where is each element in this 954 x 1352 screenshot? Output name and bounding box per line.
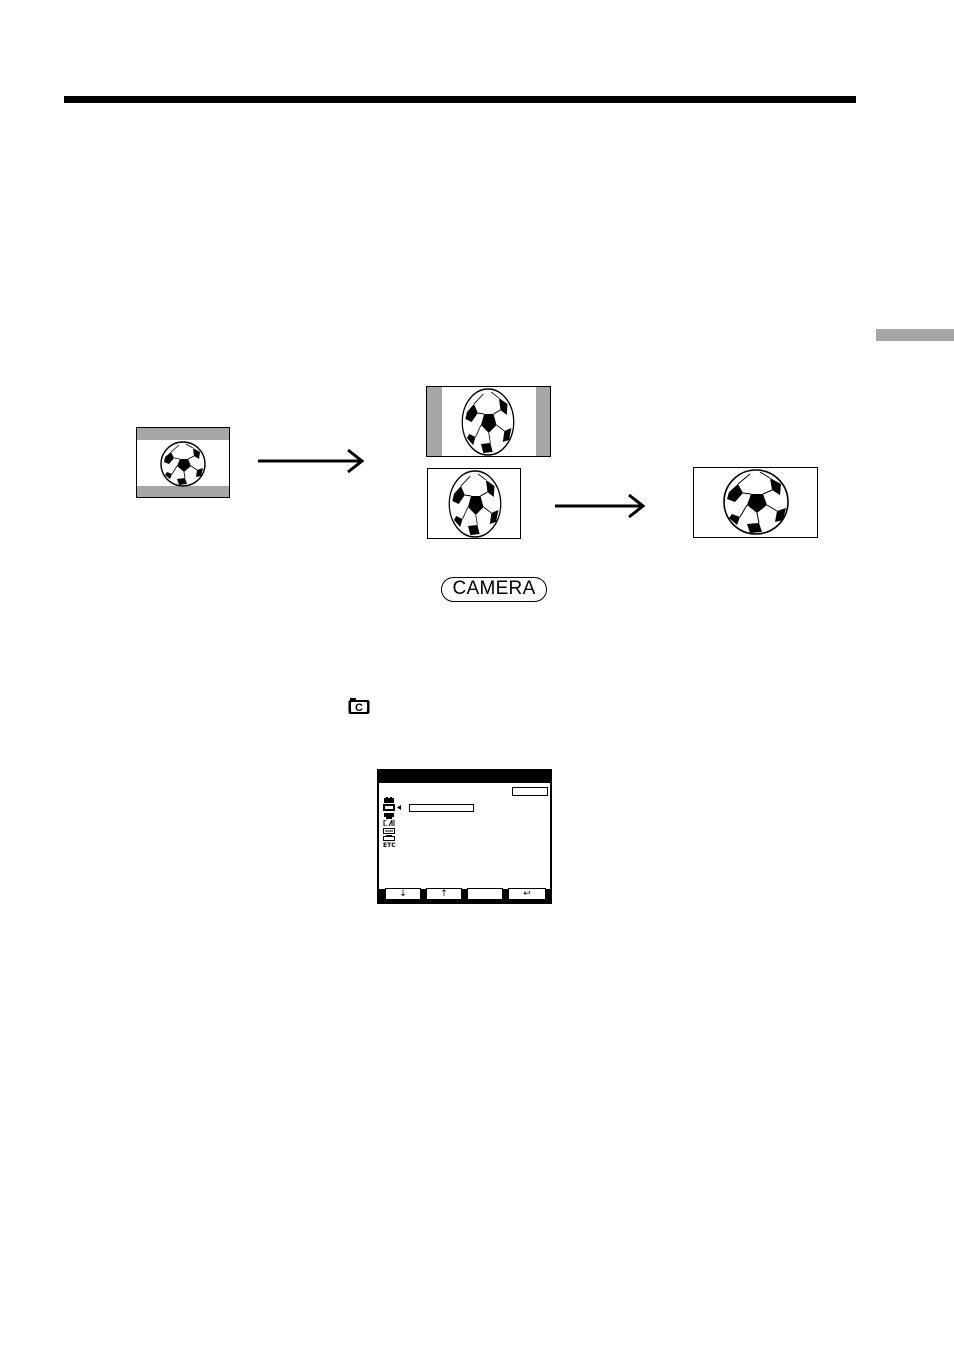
arrow-right-icon [555, 493, 647, 519]
letterbox-bar-top [137, 428, 229, 440]
menu-body: ETC ↓ ↑ ↩ [379, 783, 550, 889]
soccer-ball-icon [724, 470, 788, 534]
menu-selected-item[interactable] [409, 804, 474, 812]
lcd-vf-set-icon[interactable] [383, 820, 395, 826]
menu-execute-button[interactable] [467, 888, 503, 900]
arrow-right-icon [258, 448, 366, 474]
menu-screen: ETC ↓ ↑ ↩ [377, 769, 552, 904]
squeezed-frame [427, 468, 521, 539]
wide-frame [693, 467, 818, 538]
pillarbox-bar-left [427, 387, 442, 456]
section-rule [64, 96, 856, 103]
soccer-ball-icon [449, 471, 500, 537]
wide-frame-art [694, 468, 817, 537]
camera-set-icon[interactable] [383, 804, 401, 811]
pillarbox-frame [426, 386, 551, 457]
vcr-set-icon[interactable] [383, 813, 395, 819]
chapter-tab [876, 329, 954, 341]
menu-down-button[interactable]: ↓ [385, 888, 421, 900]
memory-set-icon[interactable] [383, 828, 395, 834]
letterbox-bar-bottom [137, 486, 229, 497]
svg-text:C: C [355, 702, 363, 714]
camera-setting-icon: C [348, 698, 370, 715]
cassette-icon[interactable] [383, 835, 395, 841]
soccer-ball-icon [462, 389, 513, 455]
menu-up-button[interactable]: ↑ [426, 888, 462, 900]
menu-return-button[interactable]: ↩ [508, 888, 546, 900]
letterbox-frame [136, 427, 230, 498]
squeezed-frame-art [428, 469, 520, 538]
soccer-ball-icon [161, 442, 205, 486]
letterbox-frame-art [137, 428, 229, 497]
menu-end-box[interactable] [512, 787, 548, 796]
manual-set-icon[interactable] [383, 797, 395, 803]
etc-icon[interactable]: ETC [383, 843, 396, 849]
pillarbox-bar-right [536, 387, 550, 456]
camera-mode-badge: CAMERA [441, 577, 547, 602]
pillarbox-frame-art [427, 387, 550, 456]
